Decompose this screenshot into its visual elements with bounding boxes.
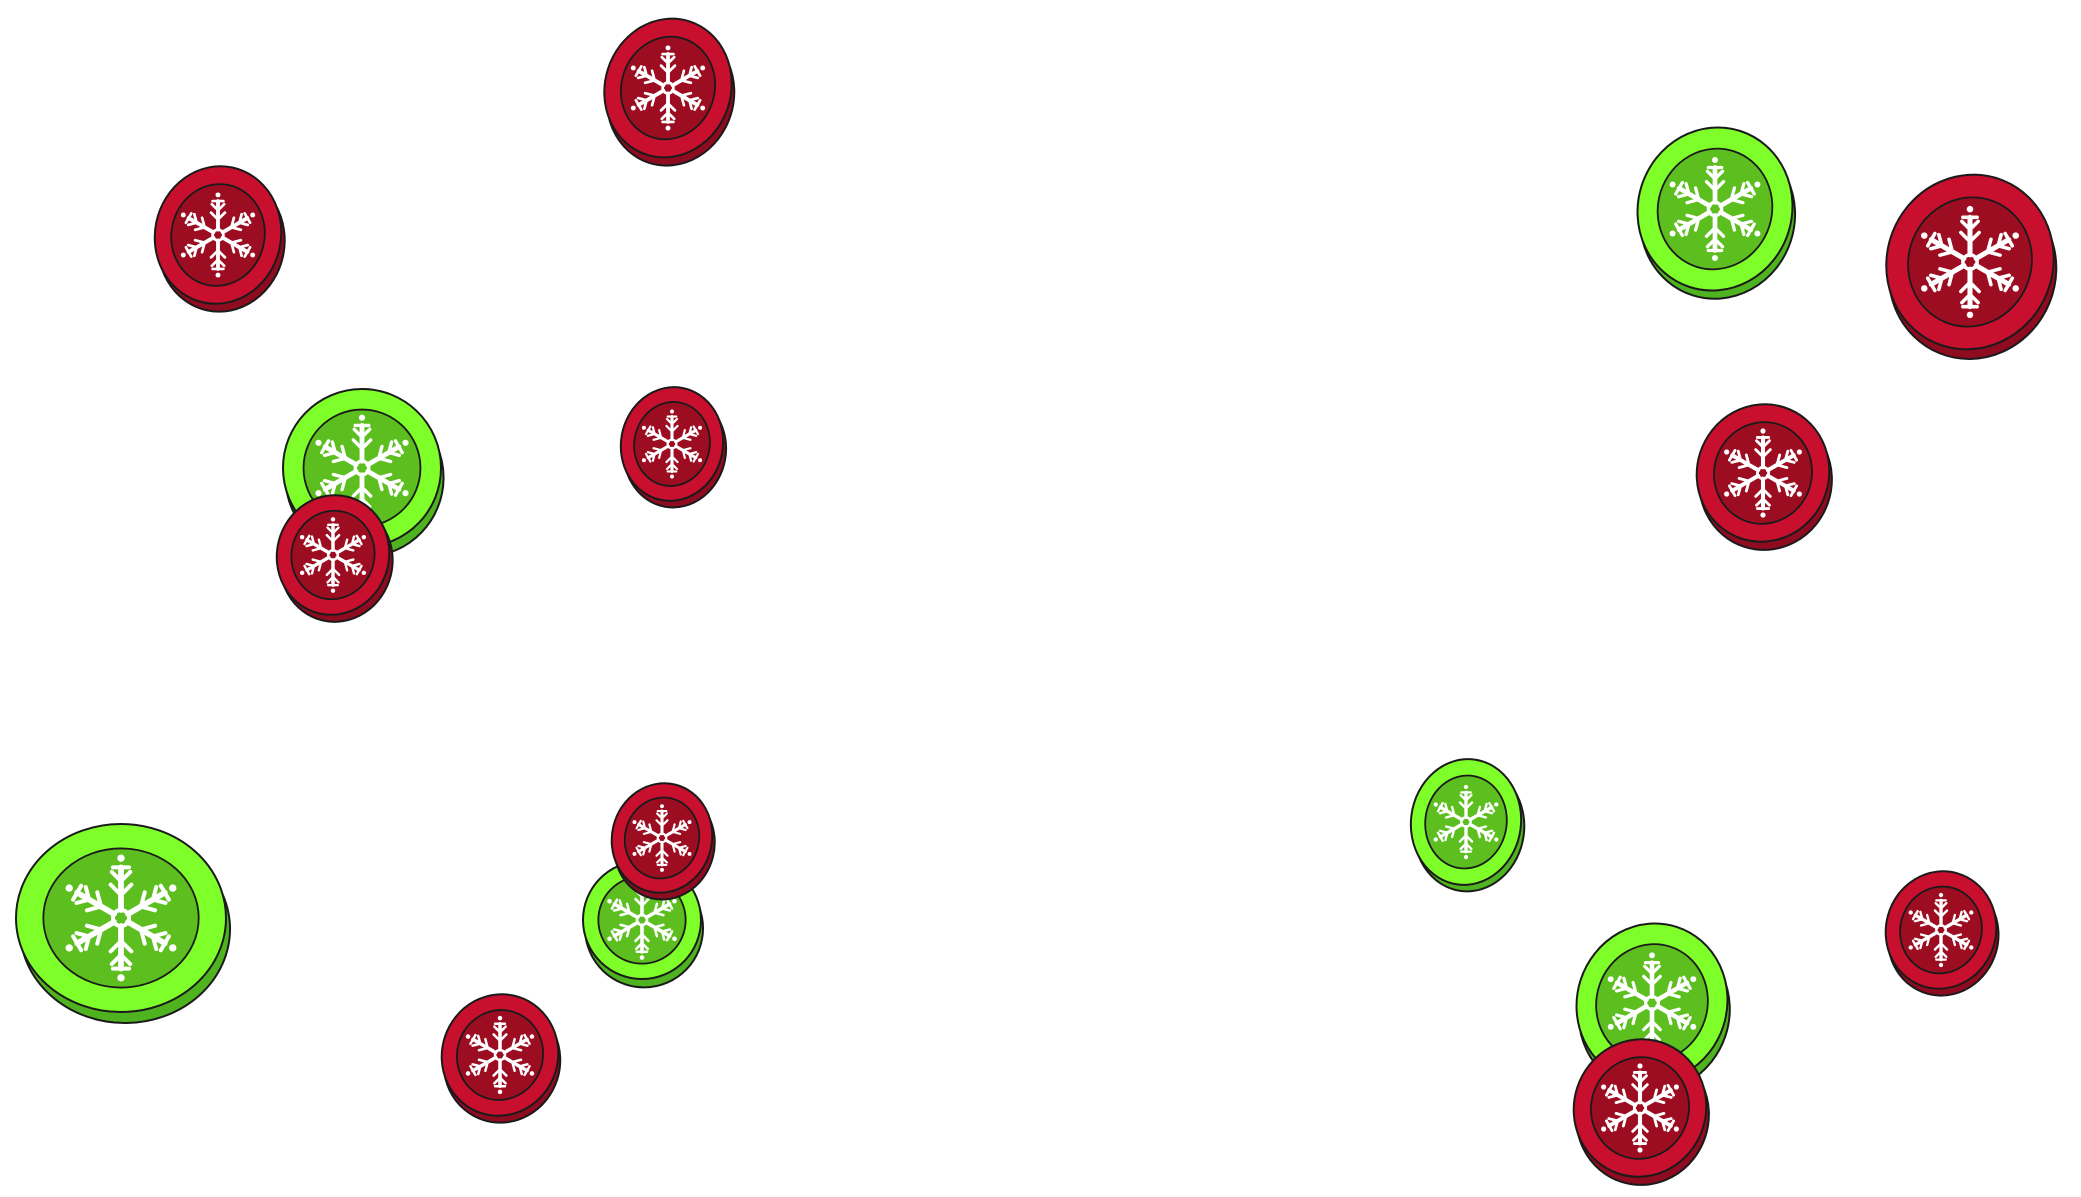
- coin-face: [1907, 196, 2033, 328]
- red-snowflake-coin: [1885, 173, 2058, 360]
- red-snowflake-coin: [275, 494, 394, 623]
- red-snowflake-coin: [1695, 403, 1833, 551]
- coin-face: [1424, 774, 1508, 870]
- coin-face: [455, 1009, 545, 1101]
- green-snowflake-coin: [1636, 126, 1797, 300]
- red-snowflake-coin: [619, 386, 728, 509]
- red-snowflake-coin: [1572, 1038, 1710, 1186]
- red-snowflake-coin: [603, 17, 736, 167]
- coin-face: [1713, 421, 1813, 525]
- coin-face: [1656, 147, 1774, 271]
- red-snowflake-coin: [1884, 870, 2000, 997]
- red-snowflake-coin: [440, 993, 562, 1124]
- green-snowflake-coin: [1409, 758, 1526, 893]
- coin-face: [1899, 885, 1983, 975]
- coin-face: [42, 847, 200, 989]
- coin-face: [633, 401, 711, 487]
- red-snowflake-coin: [610, 782, 716, 901]
- coin-face: [290, 509, 376, 601]
- coin-face: [1590, 1056, 1690, 1160]
- coin-face: [170, 183, 266, 287]
- green-snowflake-coin: [282, 388, 445, 558]
- green-snowflake-coin: [15, 823, 231, 1024]
- green-snowflake-coin: [1575, 922, 1731, 1093]
- coin-face: [623, 796, 701, 880]
- red-snowflake-coin: [153, 165, 286, 313]
